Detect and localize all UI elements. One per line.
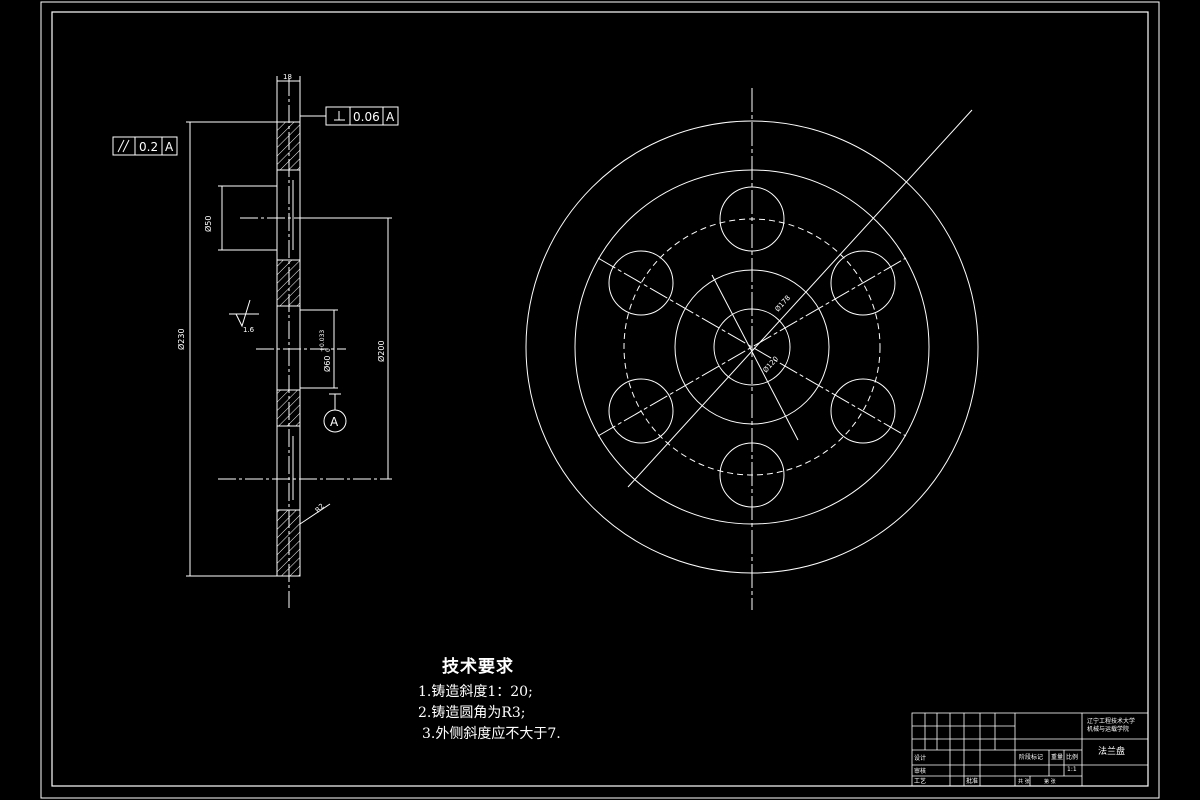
tb-craft: 工艺	[914, 777, 926, 785]
tb-approve: 批准	[966, 777, 978, 785]
datum-a-label: A	[330, 415, 339, 429]
front-view	[525, 88, 979, 610]
d120-label: Ø120	[762, 355, 781, 374]
d60-tol-low-label: 0	[325, 348, 332, 352]
d50-label: Ø50	[203, 216, 213, 232]
tb-scale-label: 比例	[1066, 753, 1078, 761]
bolt-hole-6	[608, 250, 674, 316]
tech-item-3: 3.外侧斜度应不大于7.	[422, 726, 561, 742]
tb-school: 辽宁工程技术大学	[1087, 717, 1135, 725]
perp-tol-text: 0.06	[353, 110, 380, 124]
section-labels: 18 0.06 A 0.2 A Ø50 Ø230 Ø200 Ø60 +0.033…	[139, 73, 395, 514]
technical-requirements: 技术要求 1.铸造斜度1：20; 2.铸造圆角为R3; 3.外侧斜度应不大于7.	[400, 652, 561, 744]
d230-label: Ø230	[176, 328, 186, 350]
tb-weight: 重量	[1051, 753, 1063, 761]
outer-border	[40, 1, 1160, 799]
perp-datum-text: A	[386, 110, 395, 124]
tb-part-name: 法兰盘	[1098, 745, 1125, 757]
perp-frame	[325, 106, 399, 126]
diameter-leader	[627, 109, 973, 488]
tb-sheet-no: 第 张	[1044, 778, 1056, 785]
title-block-text: 辽宁工程技术大学 机械与运载学院 法兰盘 阶段标记 重量 比例 1:1 共 张 …	[914, 717, 1135, 785]
r2-label: R2	[314, 502, 326, 514]
hatch-1	[276, 121, 301, 171]
par-frame	[112, 136, 178, 156]
tb-sheet-total: 共 张	[1018, 778, 1030, 785]
hatch-3	[276, 389, 301, 427]
roughness-label: 1.6	[243, 326, 255, 334]
tech-heading: 技术要求	[442, 657, 514, 677]
title-block	[911, 712, 1149, 787]
width-label: 18	[283, 73, 292, 81]
tech-item-2: 2.铸造圆角为R3;	[418, 705, 526, 721]
d60-tol-label: +0.033	[319, 330, 326, 352]
tb-scale-value: 1:1	[1067, 766, 1077, 773]
par-tol-text: 0.2	[139, 140, 158, 154]
tb-mark: 阶段标记	[1019, 753, 1043, 761]
tech-item-1: 1.铸造斜度1：20;	[418, 684, 533, 700]
tb-check: 审核	[914, 767, 926, 775]
par-datum-text: A	[165, 140, 174, 154]
tb-design: 设计	[914, 754, 926, 762]
hatch-2	[276, 259, 301, 307]
section-view	[112, 76, 399, 608]
inner-border	[51, 11, 1149, 787]
d200-label: Ø200	[376, 340, 386, 362]
tb-dept: 机械与运载学院	[1087, 725, 1129, 733]
bolt-hole-3	[830, 378, 896, 444]
hatch-4	[276, 509, 301, 577]
d60-label: Ø60	[322, 356, 332, 372]
bolt-hole-5	[608, 378, 674, 444]
bolt-hole-2	[830, 250, 896, 316]
